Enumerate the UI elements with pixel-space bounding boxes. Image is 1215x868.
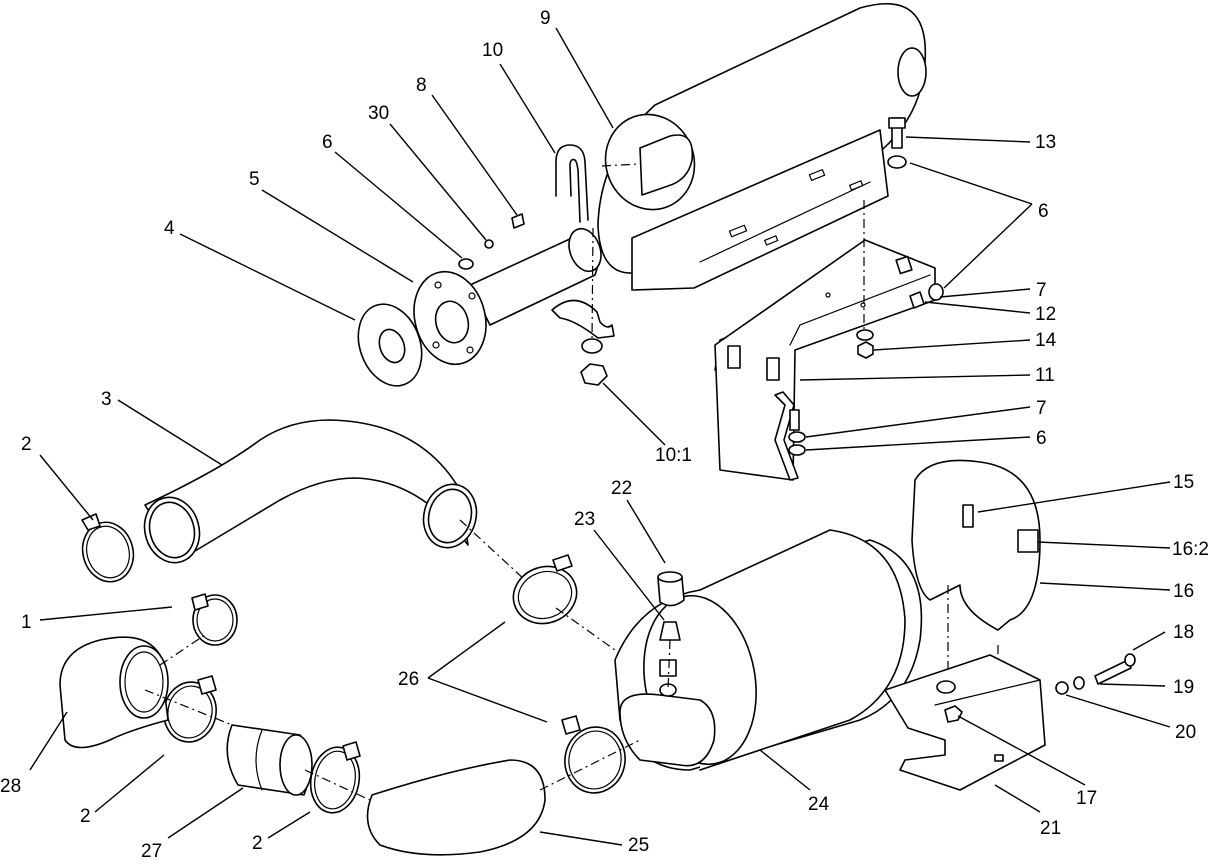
intake-elbow <box>59 636 169 749</box>
hose-clamps <box>81 513 626 814</box>
callout-6: 6 <box>322 132 333 153</box>
callout-27: 27 <box>141 841 162 862</box>
callout-4: 4 <box>164 218 175 239</box>
support-bracket <box>714 239 936 481</box>
assembly-alignment-lines <box>144 163 641 801</box>
air-cleaner-assembly <box>614 529 923 771</box>
callout-13: 13 <box>1035 132 1056 153</box>
u-bolt-clamp <box>551 144 615 386</box>
callout-labels: 9 10 8 30 6 5 4 13 6 7 12 14 11 7 6 10:1… <box>0 8 1209 862</box>
air-intake-hose-lower <box>366 759 546 856</box>
callout-18: 18 <box>1173 622 1194 643</box>
callout-16: 16 <box>1173 581 1194 602</box>
flange-hardware <box>458 213 525 270</box>
callout-22: 22 <box>611 478 632 499</box>
callout-11: 11 <box>1035 365 1055 386</box>
muffler-mount-bracket <box>631 129 889 291</box>
bracket-hardware <box>788 117 944 456</box>
callout-20: 20 <box>1175 722 1196 743</box>
callout-8: 8 <box>416 75 427 96</box>
callout-10: 10 <box>482 40 503 61</box>
muffler <box>597 3 927 274</box>
callout-23: 23 <box>574 509 595 530</box>
callout-19: 19 <box>1173 677 1194 698</box>
callout-24: 24 <box>808 794 830 815</box>
callout-28: 28 <box>0 776 21 797</box>
callout-10-1: 10:1 <box>655 445 692 466</box>
callout-2-top: 2 <box>21 434 32 455</box>
callout-15: 15 <box>1173 472 1194 493</box>
callout-14: 14 <box>1035 330 1057 351</box>
callout-6-right: 6 <box>1038 201 1049 222</box>
callout-1: 1 <box>21 612 32 633</box>
vacuator-valve <box>657 571 685 691</box>
callout-9: 9 <box>540 8 551 29</box>
callout-2-mid: 2 <box>80 806 91 827</box>
callout-6-lower: 6 <box>1036 428 1047 449</box>
air-intake-hose-upper <box>143 419 478 564</box>
callout-16-2: 16:2 <box>1172 539 1209 560</box>
callout-26: 26 <box>398 669 419 690</box>
mounting-band <box>911 459 1041 695</box>
callout-7-lower: 7 <box>1036 398 1047 419</box>
callout-17: 17 <box>1076 788 1097 809</box>
gasket <box>357 303 423 387</box>
exhaust-flange-pipe <box>413 227 602 366</box>
callout-5: 5 <box>249 169 260 190</box>
callout-3: 3 <box>101 389 112 410</box>
callout-30: 30 <box>368 103 389 124</box>
cleaner-hardware <box>1055 653 1136 695</box>
callout-7: 7 <box>1036 280 1047 301</box>
callout-12: 12 <box>1035 304 1056 325</box>
air-cleaner-mount-bracket <box>884 654 1046 791</box>
connector-tube <box>226 724 313 796</box>
callout-21: 21 <box>1040 818 1061 839</box>
callout-leader-lines <box>29 27 1171 846</box>
callout-25: 25 <box>628 835 649 856</box>
callout-2-bottom: 2 <box>252 833 263 854</box>
